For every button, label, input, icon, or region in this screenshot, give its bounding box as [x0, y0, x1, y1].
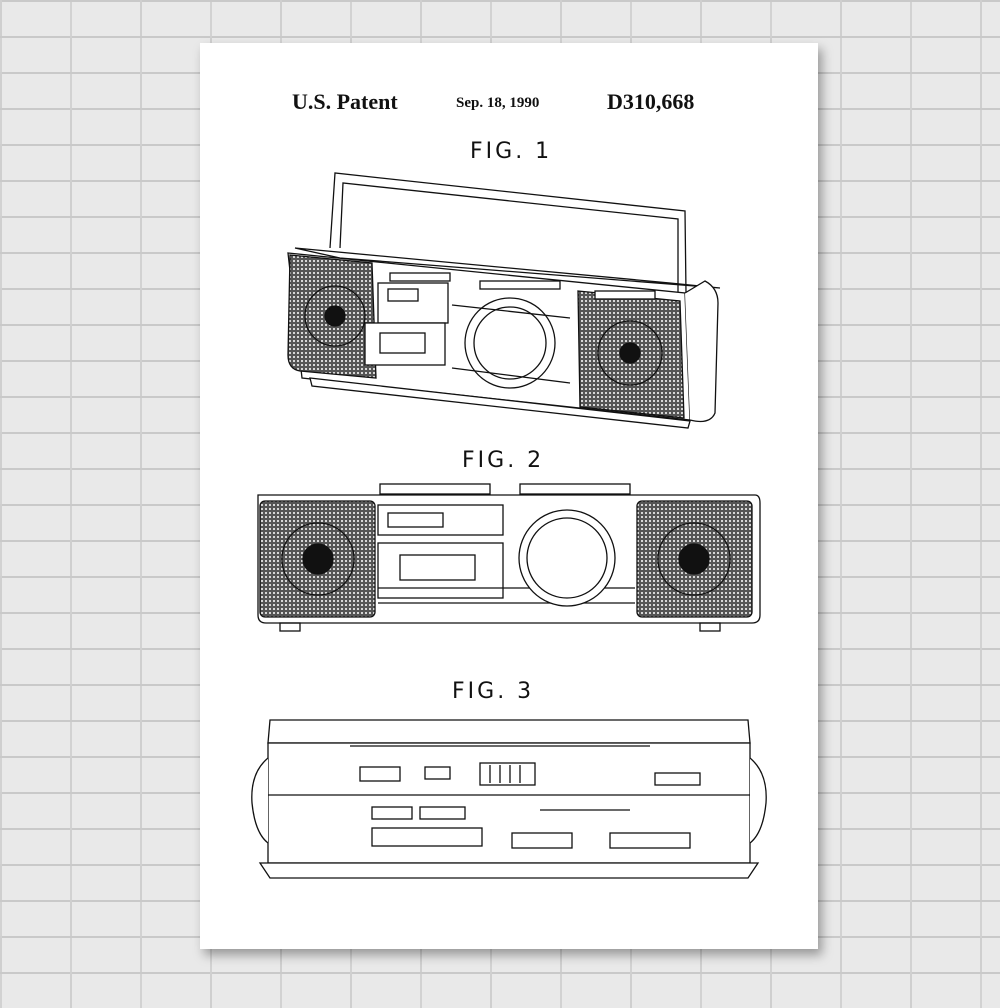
patent-header-title: U.S. Patent	[292, 89, 398, 114]
fig-1-boombox-perspective	[287, 172, 721, 429]
fig-1-label: FIG. 1	[470, 139, 553, 164]
fig-2-label: FIG. 2	[462, 448, 545, 473]
fig-2-boombox-front	[257, 483, 761, 632]
fig-3-label: FIG. 3	[452, 679, 535, 704]
patent-number: D310,668	[607, 89, 695, 114]
fig-3-boombox-top	[251, 719, 767, 879]
patent-date: Sep. 18, 1990	[456, 95, 540, 111]
boombox-patent-drawings	[251, 172, 767, 879]
patent-poster: U.S. Patent Sep. 18, 1990 D310,668 FIG. …	[200, 43, 818, 949]
